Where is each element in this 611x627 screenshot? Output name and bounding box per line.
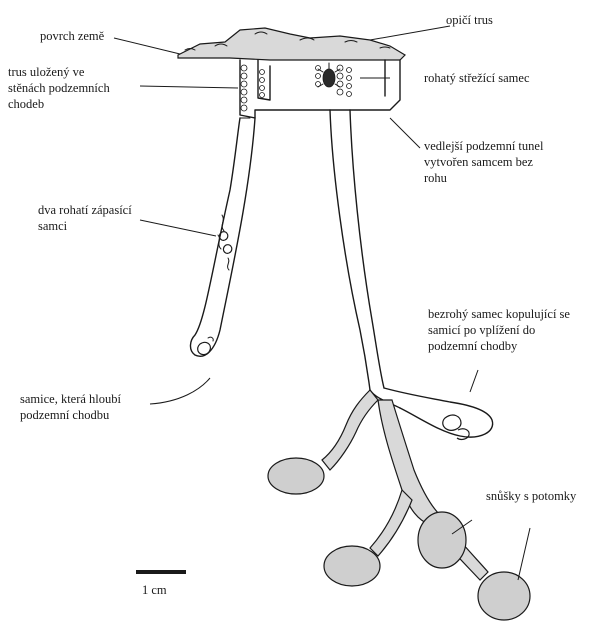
label-hornless-2: samicí po vplížení do <box>428 323 535 337</box>
label-dung-walls-3: chodeb <box>8 97 44 111</box>
leader-lines <box>114 26 530 580</box>
scale-bar: 1 cm <box>136 572 186 597</box>
label-two-fighting-2: samci <box>38 219 68 233</box>
scale-label: 1 cm <box>142 583 167 597</box>
label-dung-walls-1: trus uložený ve <box>8 65 85 79</box>
beetle-icon <box>443 415 469 439</box>
left-tunnel <box>190 118 255 356</box>
brood-ball-icon <box>418 512 466 568</box>
label-horned-guard: rohatý střežící samec <box>424 71 530 85</box>
label-dung-walls-2: stěnách podzemních <box>8 81 110 95</box>
label-female-1: samice, která hloubí <box>20 392 122 406</box>
label-surface: povrch země <box>40 29 105 43</box>
brood-ball-icon <box>478 572 530 620</box>
main-tunnel <box>330 110 384 390</box>
label-monkey-dung: opičí trus <box>446 13 493 27</box>
brood-ball-icon <box>324 546 380 586</box>
label-side-tunnel-2: vytvořen samcem bez <box>424 155 533 169</box>
brood-tunnels <box>268 390 530 620</box>
upper-gallery <box>240 60 400 118</box>
label-hornless-3: podzemní chodby <box>428 339 518 353</box>
label-brood: snůšky s potomky <box>486 489 577 503</box>
label-hornless-1: bezrohý samec kopulující se <box>428 307 570 321</box>
label-female-2: podzemní chodbu <box>20 408 110 422</box>
label-side-tunnel-3: rohu <box>424 171 448 185</box>
label-side-tunnel-1: vedlejší podzemní tunel <box>424 139 544 153</box>
beetle-icon <box>198 337 214 354</box>
ground-surface <box>178 28 405 60</box>
brood-ball-icon <box>268 458 324 494</box>
label-two-fighting-1: dva rohatí zápasící <box>38 203 132 217</box>
beetle-icon <box>219 232 231 270</box>
